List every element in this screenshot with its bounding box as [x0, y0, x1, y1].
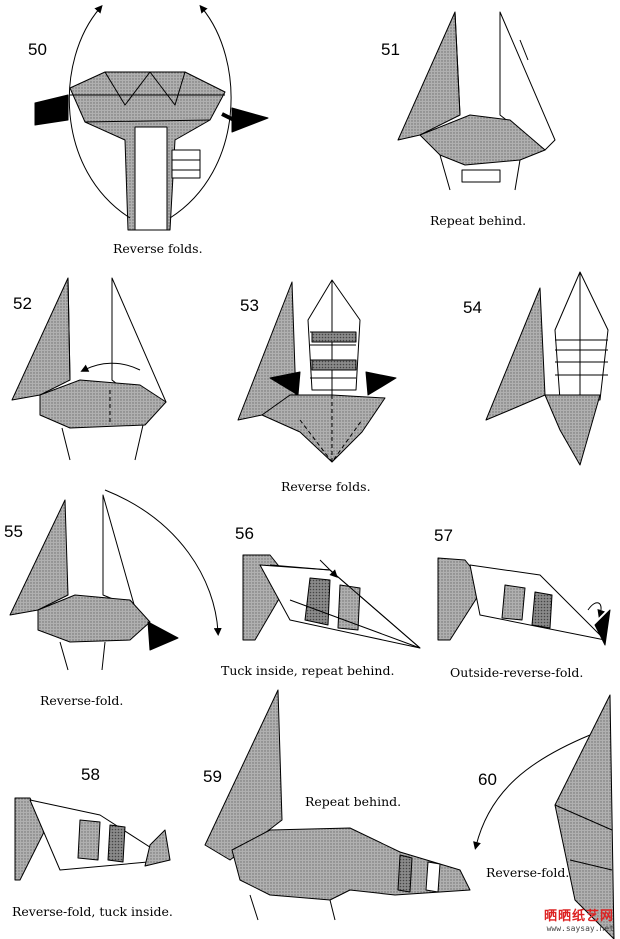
step-58-caption: Reverse-fold, tuck inside.: [12, 904, 173, 919]
step-60-figure: [473, 694, 615, 939]
step-59-caption: Repeat behind.: [305, 794, 402, 809]
step-60-number: 60: [478, 770, 497, 789]
step-53-number: 53: [240, 296, 259, 315]
step-57-number: 57: [434, 526, 453, 545]
step-52-figure: [11, 277, 167, 461]
step-57-caption: Outside-reverse-fold.: [450, 665, 584, 680]
step-51-number: 51: [381, 40, 400, 59]
step-50-caption: Reverse folds.: [113, 241, 203, 256]
step-52-number: 52: [13, 294, 32, 313]
step-53-figure: [237, 279, 397, 463]
step-55-number: 55: [4, 522, 23, 541]
step-55-caption: Reverse-fold.: [40, 693, 124, 708]
step-51-caption: Repeat behind.: [430, 213, 527, 228]
step-56-number: 56: [235, 524, 254, 543]
step-58-figure: [14, 797, 171, 881]
step-50-number: 50: [28, 40, 47, 59]
step-59-number: 59: [203, 767, 222, 786]
step-51-figure: [397, 11, 556, 191]
watermark-url: www.saysay.net: [546, 924, 614, 933]
step-59-figure: [204, 689, 471, 921]
step-58-number: 58: [81, 765, 100, 784]
step-57-figure: [437, 557, 611, 646]
step-56-caption: Tuck inside, repeat behind.: [221, 663, 395, 678]
step-56-figure: [242, 554, 421, 649]
watermark-site-name: 晒晒纸艺网: [543, 909, 614, 924]
step-60-caption: Reverse-fold.: [486, 865, 570, 880]
step-50-figure: [34, 4, 269, 231]
step-53-caption: Reverse folds.: [281, 479, 371, 494]
site-watermark: 晒晒纸艺网 www.saysay.net: [544, 905, 614, 933]
step-54-figure: [485, 271, 609, 466]
step-54-number: 54: [463, 298, 482, 317]
step-55-figure: [9, 489, 222, 671]
